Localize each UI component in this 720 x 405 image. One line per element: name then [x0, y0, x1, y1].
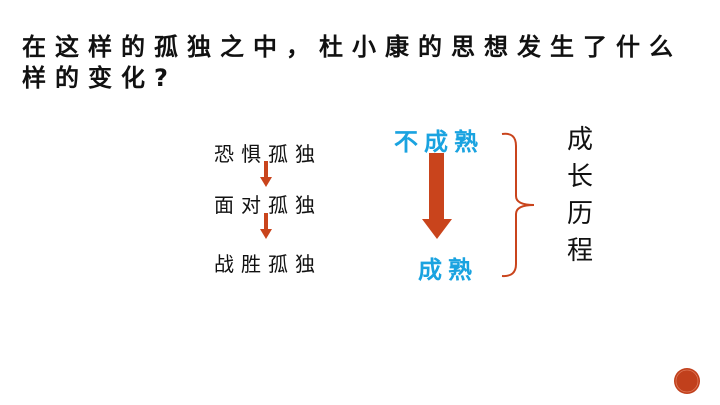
summary-char: 程: [567, 236, 594, 266]
small-arrow-down-icon: [260, 161, 272, 187]
step-overcome-loneliness: 战胜孤独: [214, 252, 322, 276]
right-brace-icon: [501, 132, 535, 278]
summary-char: 历: [567, 199, 594, 229]
small-arrow-down-icon: [260, 213, 272, 239]
slide-title: 在这样的孤独之中，杜小康的思想发生了什么样的变化?: [22, 33, 682, 92]
immature-label: 不成熟: [394, 128, 484, 156]
summary-char: 长: [567, 162, 594, 192]
growth-process-label: 成 长 历 程: [567, 122, 595, 270]
slide-ornament-circle-icon: [674, 368, 700, 394]
mature-label: 成熟: [418, 256, 478, 284]
summary-char: 成: [567, 125, 594, 155]
big-arrow-down-icon: [422, 153, 452, 239]
